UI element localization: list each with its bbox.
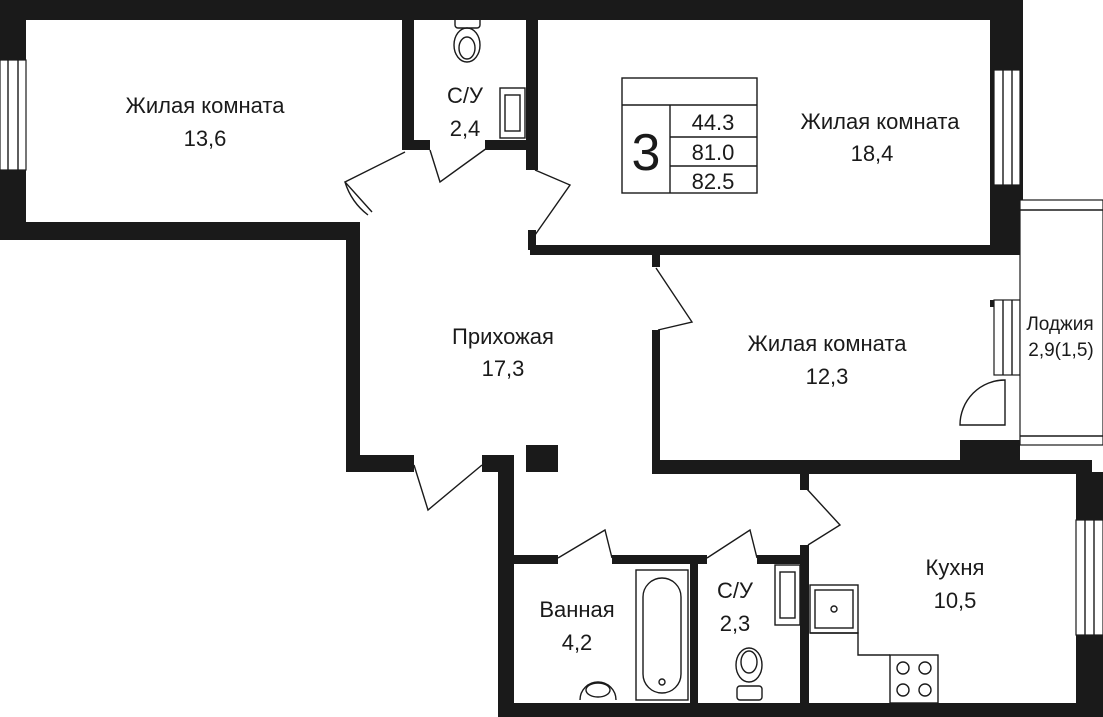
living1-area: 13,6 [184, 126, 227, 151]
wc1-area: 2,4 [450, 116, 481, 141]
window-kitchen [1075, 519, 1103, 636]
area-total: 81.0 [692, 140, 735, 165]
loggia-area: 2,9(1,5) [1028, 340, 1093, 361]
riser-icon [774, 564, 801, 626]
living1-name: Жилая комната [126, 93, 286, 118]
stove-icon [889, 654, 939, 704]
toilet-icon [735, 647, 763, 701]
kitchen-counter [810, 632, 890, 656]
hall-area: 17,3 [482, 356, 525, 381]
area-with-loggia: 82.5 [692, 169, 735, 194]
rooms-count: 3 [632, 124, 661, 182]
bathtub-icon [635, 569, 689, 701]
window-living3 [993, 299, 1021, 376]
doors [343, 147, 1006, 559]
wc2-area: 2,3 [720, 611, 751, 636]
fixtures [453, 13, 939, 704]
windows [0, 59, 1103, 636]
wc2-name: С/У [717, 578, 754, 603]
loggia-frame [1019, 199, 1103, 446]
kitchen-area: 10,5 [934, 588, 977, 613]
bath-name: Ванная [539, 597, 614, 622]
hall-name: Прихожая [452, 324, 554, 349]
apartment-badge: 3 44.3 81.0 82.5 [621, 77, 758, 194]
window-living2 [993, 69, 1021, 186]
area-living: 44.3 [692, 110, 735, 135]
loggia-name: Лоджия [1026, 314, 1093, 335]
kitchen-name: Кухня [926, 555, 985, 580]
window-living1 [0, 59, 27, 171]
kitchen-sink-icon [809, 584, 859, 634]
sink-icon [579, 681, 617, 701]
bath-area: 4,2 [562, 630, 593, 655]
living3-name: Жилая комната [748, 331, 908, 356]
wc1-name: С/У [447, 83, 484, 108]
riser-icon [499, 87, 526, 139]
toilet-icon [453, 13, 481, 63]
living2-area: 18,4 [851, 141, 894, 166]
living2-name: Жилая комната [801, 109, 961, 134]
living3-area: 12,3 [806, 364, 849, 389]
room-labels: Жилая комната 13,6 С/У 2,4 Жилая комната… [126, 83, 1094, 655]
